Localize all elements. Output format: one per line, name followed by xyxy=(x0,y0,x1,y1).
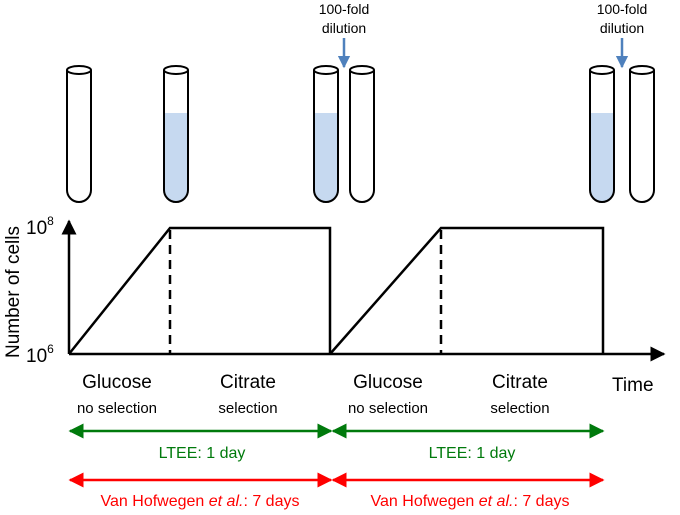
dilution-label-1-line2: dilution xyxy=(322,20,366,36)
dilution-label-1-line1: 100-fold xyxy=(319,1,370,17)
y-axis-label: Number of cells xyxy=(3,226,24,358)
y-tick-bottom: 106 xyxy=(26,342,54,367)
dilution-label-2-line1: 100-fold xyxy=(597,1,648,17)
growth-curve-cycle-1 xyxy=(68,226,332,355)
phase-1-name: Glucose xyxy=(82,372,152,393)
phase-1-sub: no selection xyxy=(77,400,157,417)
phase-2-name: Citrate xyxy=(220,372,276,393)
phase-3-name: Glucose xyxy=(353,372,423,393)
phase-4-name: Citrate xyxy=(492,372,548,393)
tube-full-3 xyxy=(589,65,615,203)
x-axis-label: Time xyxy=(612,375,654,396)
vanhofwegen-label-2: Van Hofwegen et al.: 7 days xyxy=(371,493,570,510)
tube-empty-3 xyxy=(629,65,655,203)
dilution-label-2-line2: dilution xyxy=(600,20,644,36)
phase-2-sub: selection xyxy=(218,400,277,417)
phase-4-sub: selection xyxy=(490,400,549,417)
tube-empty-2 xyxy=(349,65,375,203)
vanhofwegen-label-1: Van Hofwegen et al.: 7 days xyxy=(101,493,300,510)
growth-curve-cycle-2 xyxy=(329,226,605,355)
tube-full-2 xyxy=(313,65,339,203)
tube-full-1 xyxy=(163,65,189,203)
y-tick-top: 108 xyxy=(26,214,54,239)
phase-3-sub: no selection xyxy=(348,400,428,417)
ltee-label-2: LTEE: 1 day xyxy=(429,445,516,462)
tube-empty-1 xyxy=(66,65,92,203)
ltee-label-1: LTEE: 1 day xyxy=(159,445,246,462)
